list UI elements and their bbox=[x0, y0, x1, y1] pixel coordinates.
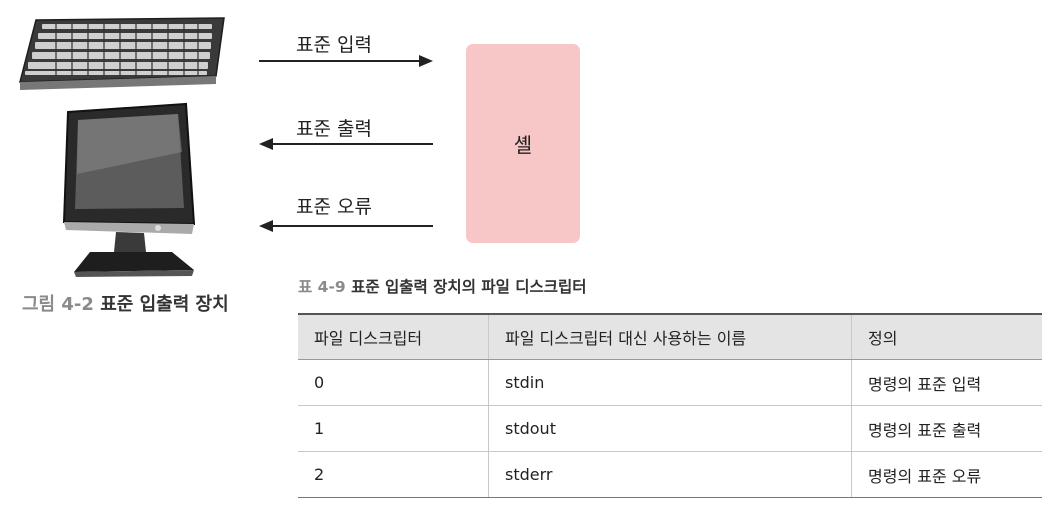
error-arrow bbox=[259, 220, 433, 232]
table-cell: 2 bbox=[298, 451, 489, 498]
standard-error-label: 표준 오류 bbox=[296, 196, 372, 218]
table-row: 1 stdout 명령의 표준 출력 bbox=[298, 405, 1042, 452]
column-header: 정의 bbox=[851, 313, 1042, 360]
figure-caption: 그림 4-2 표준 입출력 장치 bbox=[22, 290, 229, 316]
table-row: 0 stdin 명령의 표준 입력 bbox=[298, 359, 1042, 406]
table-caption: 표 4-9 표준 입출력 장치의 파일 디스크립터 bbox=[298, 275, 587, 297]
table-row: 2 stderr 명령의 표준 오류 bbox=[298, 451, 1042, 498]
table-cell: stdout bbox=[488, 405, 852, 452]
table-cell: 명령의 표준 오류 bbox=[851, 451, 1042, 498]
table-cell: 0 bbox=[298, 359, 489, 406]
table-number: 표 4-9 bbox=[298, 278, 346, 296]
table-cell: 1 bbox=[298, 405, 489, 452]
figure-number: 그림 4-2 bbox=[22, 294, 94, 315]
table-cell: stderr bbox=[488, 451, 852, 498]
standard-output-label: 표준 출력 bbox=[296, 118, 372, 140]
table-cell: 명령의 표준 출력 bbox=[851, 405, 1042, 452]
shell-label: 셸 bbox=[513, 133, 533, 157]
column-header: 파일 디스크립터 bbox=[298, 313, 489, 360]
standard-input-label: 표준 입력 bbox=[296, 34, 372, 56]
monitor-illustration bbox=[62, 102, 196, 277]
output-arrow bbox=[259, 138, 433, 150]
table-title: 표준 입출력 장치의 파일 디스크립터 bbox=[351, 278, 587, 296]
table-cell: stdin bbox=[488, 359, 852, 406]
figure-title: 표준 입출력 장치 bbox=[100, 294, 229, 315]
shell-box: 셸 bbox=[466, 44, 580, 243]
table-header-row: 파일 디스크립터 파일 디스크립터 대신 사용하는 이름 정의 bbox=[298, 313, 1042, 360]
keyboard-illustration bbox=[19, 17, 225, 90]
table-cell: 명령의 표준 입력 bbox=[851, 359, 1042, 406]
file-descriptor-table: 파일 디스크립터 파일 디스크립터 대신 사용하는 이름 정의 0 stdin … bbox=[298, 313, 1042, 498]
column-header: 파일 디스크립터 대신 사용하는 이름 bbox=[488, 313, 852, 360]
input-arrow bbox=[259, 55, 433, 67]
